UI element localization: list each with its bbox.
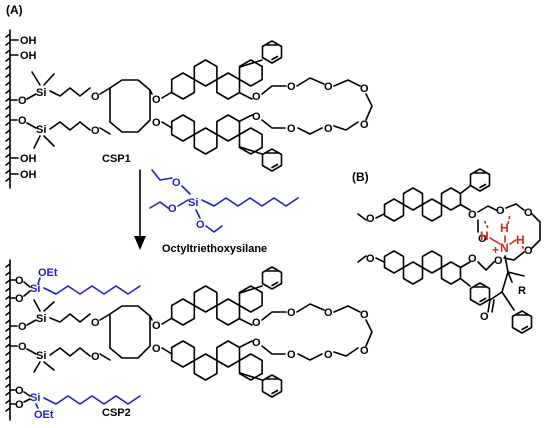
svg-text:OEt: OEt (38, 267, 58, 279)
cyclooctane-ring-csp2 (109, 305, 151, 359)
svg-text:O: O (478, 233, 487, 245)
silica-surface-csp1 (5, 29, 11, 189)
svg-text:O: O (196, 219, 205, 231)
svg-text:O: O (360, 119, 369, 131)
panel-b: (B) O O O O O (352, 168, 541, 334)
svg-text:O: O (252, 111, 261, 123)
svg-text:O: O (168, 203, 177, 215)
svg-text:O: O (524, 207, 533, 219)
naphthyl-upper-csp2 (170, 266, 283, 326)
svg-text:O: O (287, 123, 296, 135)
svg-text:OEt: OEt (34, 409, 54, 421)
svg-text:O: O (152, 320, 161, 332)
svg-text:Si: Si (36, 313, 46, 325)
svg-text:O: O (324, 123, 333, 135)
naphthyl-lower-csp1 (170, 114, 283, 172)
svg-text:O: O (152, 343, 161, 355)
svg-text:O: O (468, 253, 477, 265)
ammonium-guest: H H + N H (480, 213, 527, 273)
svg-text:O: O (494, 255, 503, 267)
panel-a-label: (A) (6, 3, 23, 17)
silane-linker-upper-csp2: O Si O (9, 299, 111, 333)
svg-text:O: O (366, 213, 375, 225)
csp2-structure: O O Si OEt O Si O O Si (5, 259, 373, 421)
svg-text:O: O (152, 117, 161, 129)
svg-text:O: O (91, 91, 100, 103)
chiral-center: R O (480, 271, 533, 334)
svg-text:O: O (480, 311, 489, 323)
svg-text:O: O (15, 293, 24, 305)
svg-text:+: + (492, 243, 499, 257)
svg-text:H: H (480, 229, 489, 243)
crown-ether-csp1: O O O O O O O O (252, 77, 373, 135)
svg-text:O: O (18, 321, 27, 333)
csp2-label: CSP2 (102, 407, 131, 419)
svg-text:O: O (360, 83, 369, 95)
svg-text:O: O (15, 275, 24, 287)
silica-surface-csp2 (5, 259, 11, 421)
surface-oh-3: OH (20, 153, 37, 165)
svg-text:O: O (366, 253, 375, 265)
svg-text:Si: Si (36, 350, 46, 362)
svg-text:O: O (252, 91, 261, 103)
svg-text:O: O (468, 209, 477, 221)
svg-text:O: O (360, 345, 369, 357)
silane-linker-lower-csp2: O Si O (9, 341, 111, 373)
svg-text:O: O (91, 317, 100, 329)
svg-text:O: O (287, 307, 296, 319)
csp1-label: CSP1 (102, 153, 131, 165)
reagent-octyltriethoxysilane: O O Si O Octyltriethoxysilane (149, 169, 299, 255)
svg-text:O: O (324, 81, 333, 93)
cyclooctane-ring-csp1 (109, 79, 151, 133)
svg-text:O: O (324, 349, 333, 361)
svg-text:Si: Si (188, 197, 198, 209)
svg-text:H: H (500, 221, 509, 235)
surface-oh-2: OH (20, 50, 37, 62)
panel-a: (A) OH OH OH OH O Si O O (5, 3, 373, 189)
panel-b-label: (B) (352, 170, 369, 184)
naphthyl-lower-csp2 (170, 340, 283, 398)
svg-text:O: O (18, 95, 27, 107)
svg-text:O: O (360, 309, 369, 321)
octyl-siloxane-top: O O Si OEt (9, 267, 141, 305)
svg-text:O: O (524, 245, 533, 257)
crown-ether-csp2: O O O O O O O O (252, 303, 373, 361)
octyl-siloxane-bottom: O O Si OEt (9, 385, 141, 421)
svg-text:Si: Si (30, 392, 40, 404)
svg-text:N: N (500, 241, 509, 255)
svg-text:O: O (91, 125, 100, 137)
svg-text:O: O (324, 307, 333, 319)
svg-text:O: O (496, 205, 505, 217)
naphthyl-upper-b (383, 168, 491, 222)
svg-text:Si: Si (36, 87, 46, 99)
svg-text:O: O (91, 351, 100, 363)
naphthyl-upper-csp1 (170, 40, 283, 100)
svg-text:Si: Si (30, 283, 40, 295)
surface-oh-4: OH (20, 169, 37, 181)
svg-text:O: O (252, 317, 261, 329)
svg-text:O: O (18, 341, 27, 353)
svg-text:O: O (172, 177, 181, 189)
crown-ether-b: O O O O O O O (468, 203, 541, 271)
svg-text:O: O (252, 337, 261, 349)
silane-linker-lower: O Si O (9, 115, 111, 149)
svg-text:O: O (18, 115, 27, 127)
naphthyl-lower-b (383, 250, 491, 306)
svg-text:O: O (287, 349, 296, 361)
svg-text:R: R (518, 285, 526, 297)
svg-text:O: O (152, 94, 161, 106)
svg-text:O: O (287, 81, 296, 93)
svg-text:H: H (516, 233, 525, 247)
reaction-arrow (134, 169, 146, 250)
svg-text:O: O (15, 399, 24, 411)
reagent-label: Octyltriethoxysilane (162, 243, 267, 255)
svg-text:O: O (15, 385, 24, 397)
surface-oh-1: OH (20, 35, 37, 47)
svg-text:Si: Si (36, 124, 46, 136)
silane-linker-upper: O Si O (9, 71, 111, 107)
